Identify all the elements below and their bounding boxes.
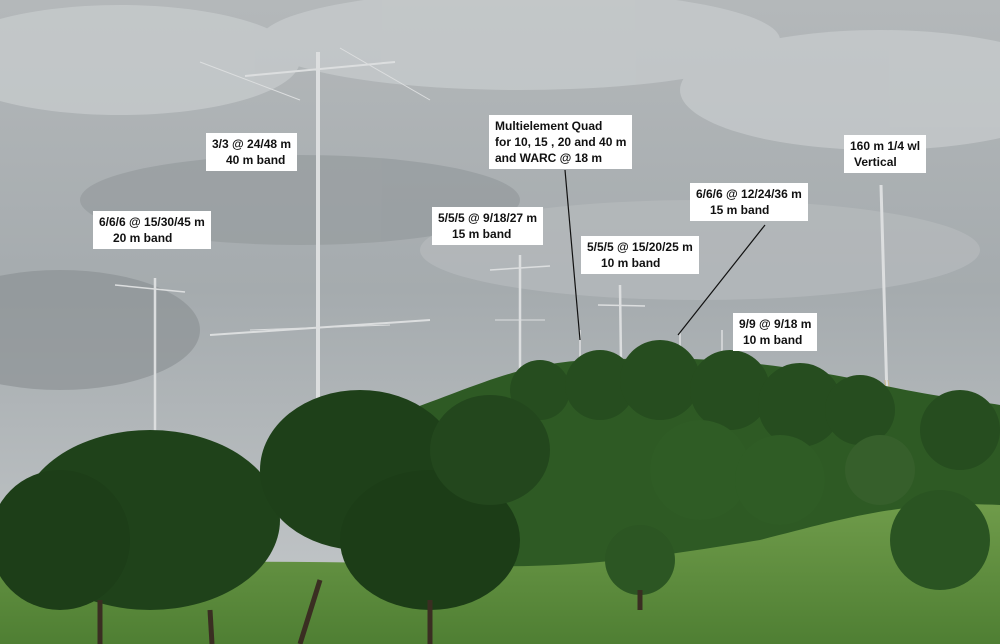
label-160m-vertical: 160 m 1/4 wl Vertical xyxy=(844,135,927,173)
clouds xyxy=(0,0,1000,300)
label-40m-line1: 3/3 @ 24/48 m xyxy=(212,137,292,151)
label-15m-yagi-a: 5/5/5 @ 9/18/27 m 15 m band xyxy=(432,207,544,245)
label-160m-line2: Vertical xyxy=(854,155,897,169)
label-40m-yagi: 3/3 @ 24/48 m 40 m band xyxy=(206,133,298,171)
label-15m-b-line1: 6/6/6 @ 12/24/36 m xyxy=(696,187,802,201)
label-160m-line1: 160 m 1/4 wl xyxy=(850,139,921,153)
callout-lines xyxy=(564,169,766,341)
label-10m-yagi-a: 5/5/5 @ 15/20/25 m 10 m band xyxy=(581,236,699,274)
label-20m-yagi: 6/6/6 @ 15/30/45 m 20 m band xyxy=(93,211,211,249)
label-10m-b-line1: 9/9 @ 9/18 m xyxy=(739,317,812,331)
label-multielement-quad: Multielement Quad for 10, 15 , 20 and 40… xyxy=(489,115,633,169)
label-10m-a-line1: 5/5/5 @ 15/20/25 m xyxy=(587,240,693,254)
tree-trunks xyxy=(97,579,643,644)
label-15m-yagi-b: 6/6/6 @ 12/24/36 m 15 m band xyxy=(690,183,808,221)
label-15m-a-line1: 5/5/5 @ 9/18/27 m xyxy=(438,211,538,225)
label-quad-line2: for 10, 15 , 20 and 40 m xyxy=(495,135,627,149)
label-10m-b-line2: 10 m band xyxy=(743,333,803,347)
label-10m-yagi-b: 9/9 @ 9/18 m 10 m band xyxy=(733,313,818,351)
trees xyxy=(0,340,1000,610)
label-quad-line1: Multielement Quad xyxy=(495,119,603,133)
label-15m-a-line2: 15 m band xyxy=(452,227,512,241)
label-20m-line1: 6/6/6 @ 15/30/45 m xyxy=(99,215,205,229)
label-10m-a-line2: 10 m band xyxy=(601,256,661,270)
label-40m-line2: 40 m band xyxy=(226,153,286,167)
label-quad-line3: and WARC @ 18 m xyxy=(495,151,603,165)
label-20m-line2: 20 m band xyxy=(113,231,173,245)
label-15m-b-line2: 15 m band xyxy=(710,203,770,217)
